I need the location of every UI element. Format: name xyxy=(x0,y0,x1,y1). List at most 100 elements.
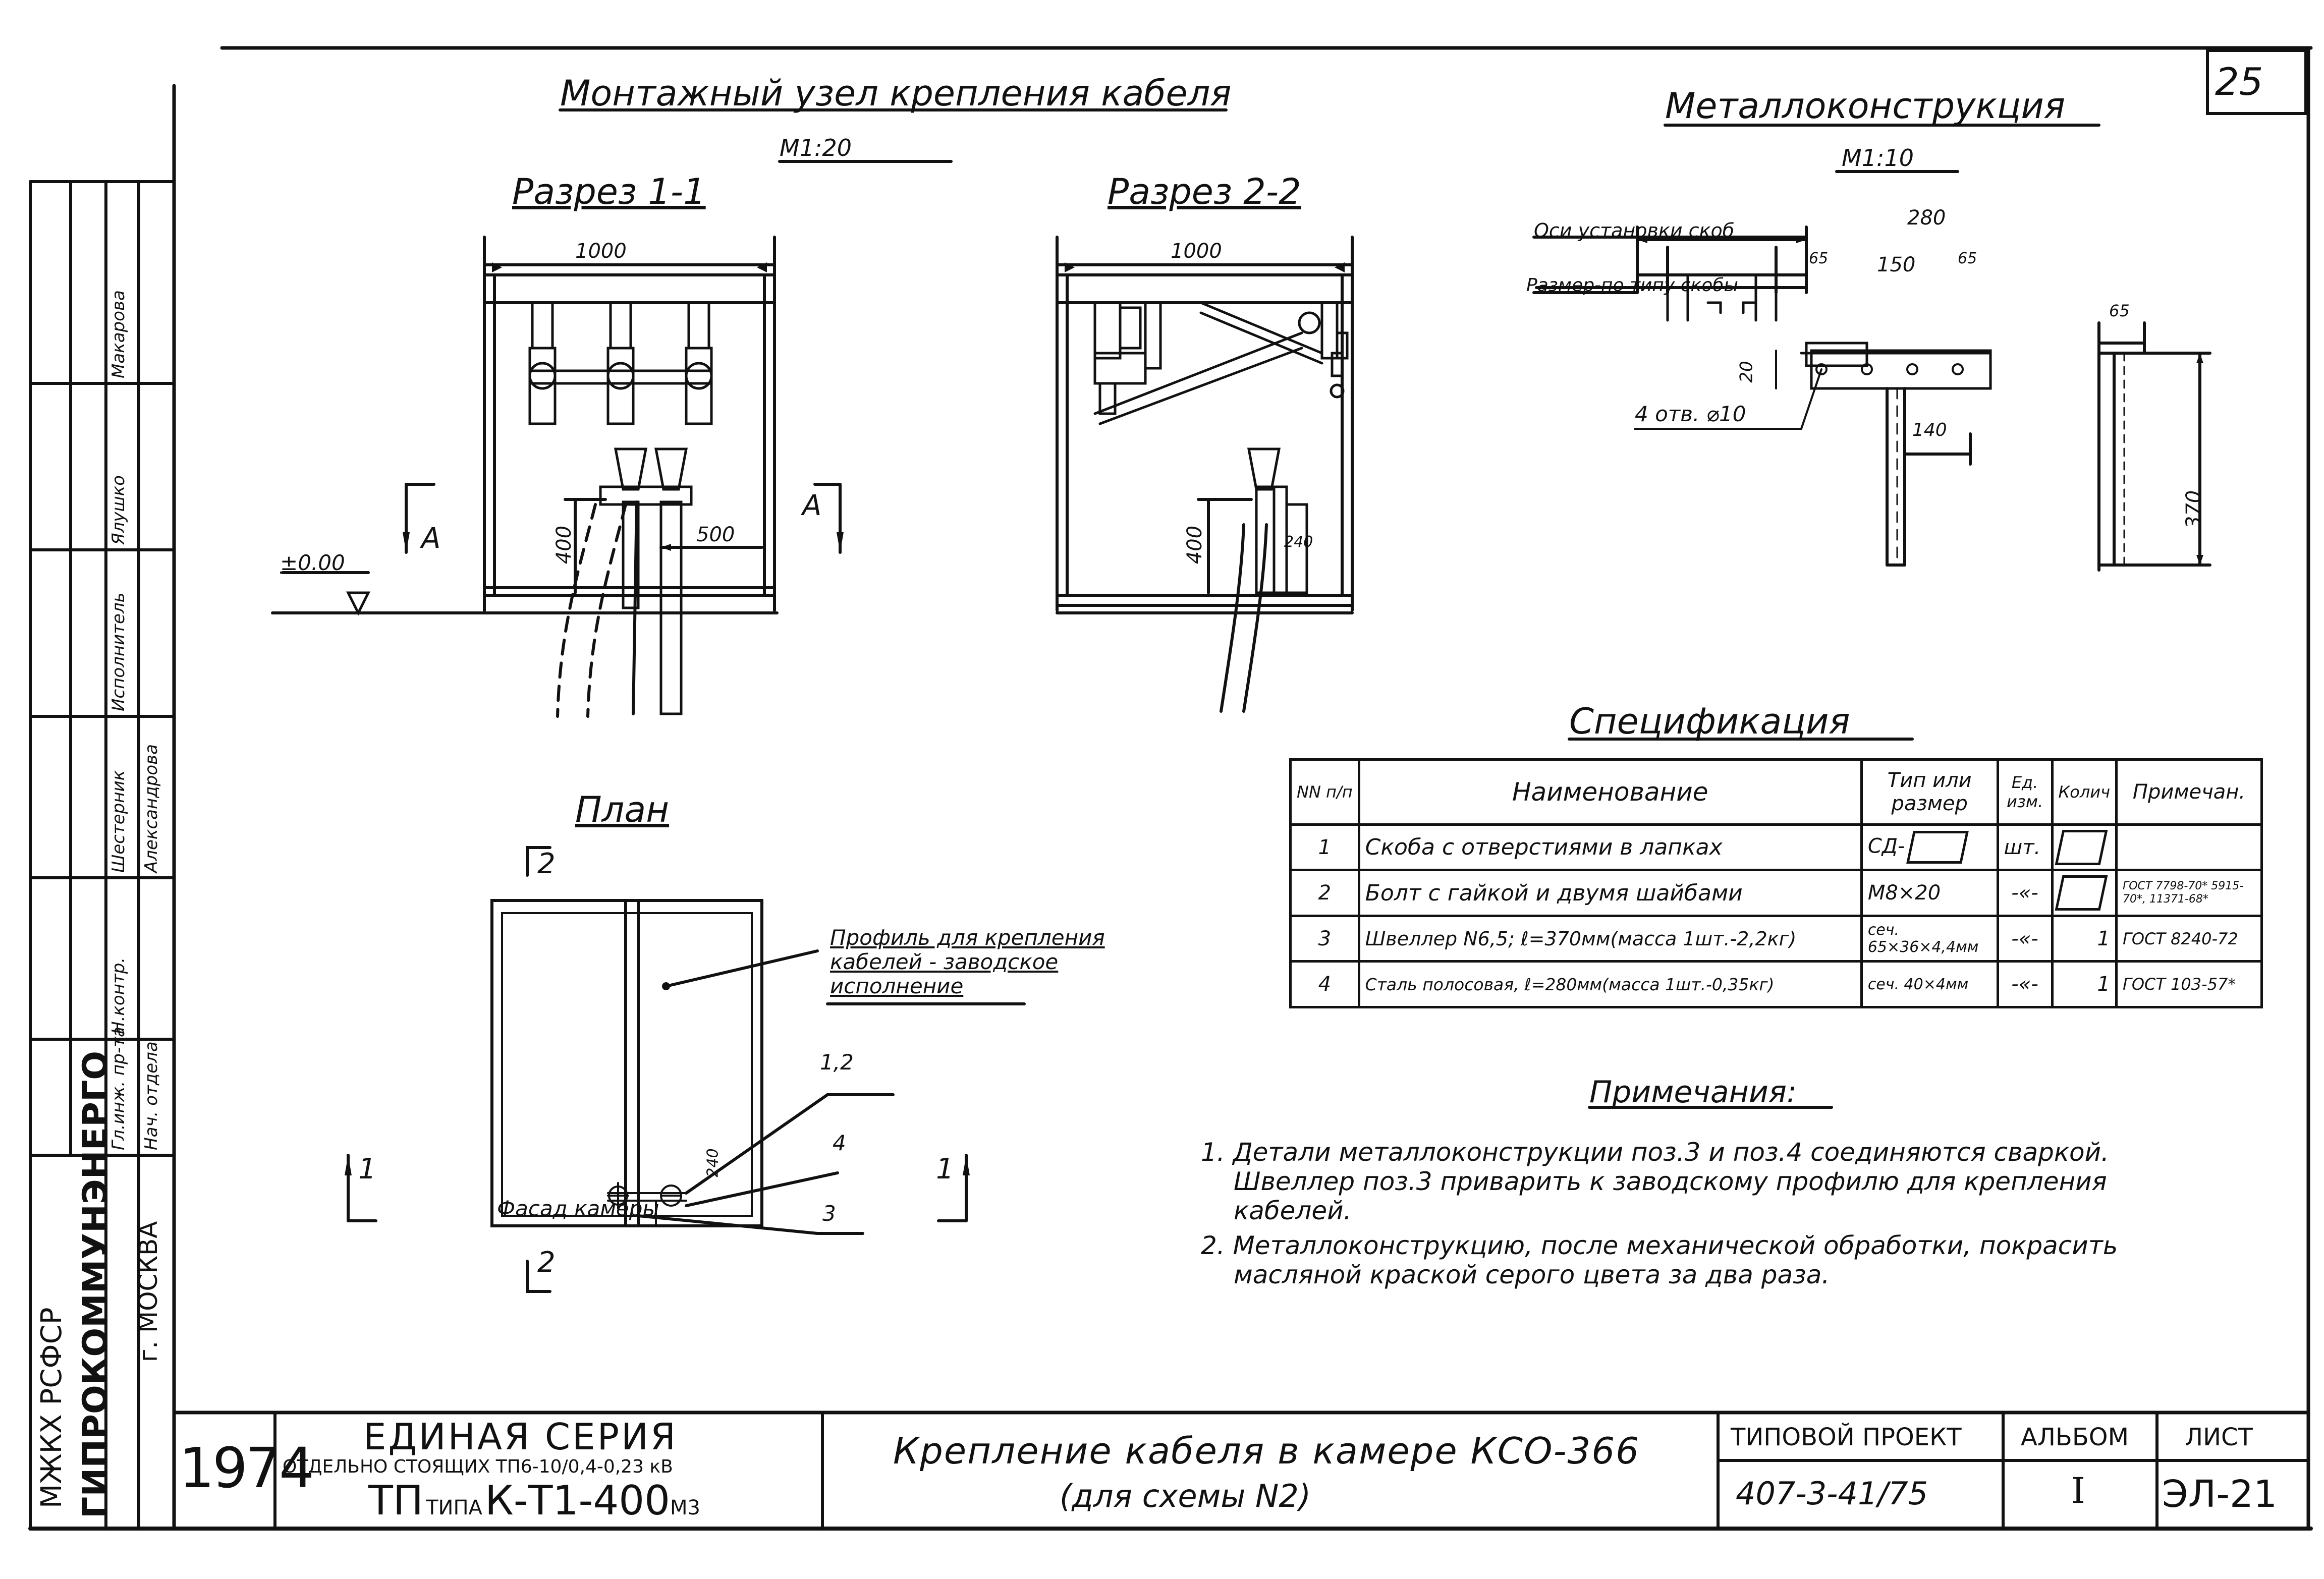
tb-series-line3: ТП ТИПА К-Т1-400М3 xyxy=(368,1481,700,1521)
note-line: 2. Металлоконструкцию, после механическо… xyxy=(1201,1231,2118,1260)
spec-r4-note: ГОСТ 103-57* xyxy=(2115,960,2263,1008)
spec-r1-name: Скоба с отверстиями в лапках xyxy=(1357,823,1863,872)
section-22-width: 1000 xyxy=(1171,240,1222,263)
spec-r2-qty-cell xyxy=(2051,869,2118,917)
spec-h-note: Примечан. xyxy=(2115,758,2263,826)
spec-r3-name: Швеллер N6,5; ℓ=370мм(масса 1шт.-2,2кг) xyxy=(1357,914,1863,963)
spec-h-type: Тип или размер xyxy=(1860,758,1999,826)
section-a-right: А xyxy=(802,489,822,522)
metal-scale: М1:10 xyxy=(1842,144,1914,172)
spec-r4-name: Сталь полосовая, ℓ=280мм(масса 1шт.-0,35… xyxy=(1357,960,1863,1008)
spec-r4-qty: 1 xyxy=(2051,960,2118,1008)
spec-title: Спецификация xyxy=(1569,701,1850,742)
spec-h-num: NN п/п xyxy=(1289,758,1360,826)
spec-r3-num: 3 xyxy=(1289,914,1360,963)
spec-h-name: Наименование xyxy=(1357,758,1863,826)
stamp-role: Н.контр. xyxy=(108,957,129,1034)
spec-row: 4 Сталь полосовая, ℓ=280мм(масса 1шт.-0,… xyxy=(1289,960,2263,1008)
spec-r4-unit: -«- xyxy=(1996,960,2054,1008)
spec-r3-qty: 1 xyxy=(2051,914,2118,963)
spec-r1-type: СД- xyxy=(1867,834,1905,858)
metal-dim-left: 65 xyxy=(1809,250,1829,267)
stamp-role: Шестерник xyxy=(108,770,129,873)
metal-dim-140: 140 xyxy=(1912,420,1947,440)
stamp-role: Гл.инж. пр-та xyxy=(108,1027,129,1150)
tb-series-line2: ОТДЕЛЬНО СТОЯЩИХ ТП6-10/0,4-0,23 кВ xyxy=(283,1456,673,1477)
blank-box xyxy=(1906,831,1969,864)
plan-label-12: 1,2 xyxy=(820,1050,854,1075)
spec-r2-name: Болт с гайкой и двумя шайбами xyxy=(1357,869,1863,917)
spec-table: NN п/п Наименование Тип или размер Ед. и… xyxy=(1289,758,2263,1008)
section-11-width: 1000 xyxy=(575,240,627,263)
blank-box xyxy=(2055,875,2108,911)
profile-note-line-1: Профиль для крепления xyxy=(830,925,1105,950)
metal-title: Металлоконструкция xyxy=(1665,85,2065,127)
note-line: Швеллер поз.3 приварить к заводскому про… xyxy=(1234,1167,2107,1196)
facade-label: Фасад камеры xyxy=(497,1196,659,1221)
tb-sheet-value: ЭЛ-21 xyxy=(2162,1473,2278,1516)
tb-year: 1974 xyxy=(179,1436,314,1500)
metal-dim-20: 20 xyxy=(1736,361,1757,383)
spec-r1-num: 1 xyxy=(1289,823,1360,872)
spec-r1-note xyxy=(2115,823,2263,872)
cut-2-bottom: 2 xyxy=(537,1246,556,1279)
spec-r4-num: 4 xyxy=(1289,960,1360,1008)
tb-album-value: I xyxy=(2071,1470,2085,1511)
spec-r3-type: сеч. 65×36×4,4мм xyxy=(1860,914,1999,963)
note-line: 1. Детали металлоконструкции поз.3 и поз… xyxy=(1201,1138,2110,1167)
tb-series-title: ЕДИНАЯ СЕРИЯ xyxy=(363,1416,678,1458)
tb-project-value: 407-3-41/75 xyxy=(1736,1475,1928,1512)
size-label: Размер-по типу скобы xyxy=(1526,275,1738,296)
spec-r1-qty-cell xyxy=(2051,823,2118,872)
spec-r2-type: М8×20 xyxy=(1860,869,1999,917)
spec-h-unit: Ед. изм. xyxy=(1996,758,2054,826)
tb-project-label: ТИПОВОЙ ПРОЕКТ xyxy=(1731,1423,1962,1451)
metal-dim-65b: 65 xyxy=(2109,301,2130,320)
stamp-role: Ялушко xyxy=(108,475,129,545)
spec-r1-unit: шт. xyxy=(1996,823,2054,872)
section-22-height: 400 xyxy=(1183,525,1207,565)
tb-drawing-subtitle: (для схемы N2) xyxy=(1060,1478,1311,1514)
tb-drawing-title: Крепление кабеля в камере КСО-366 xyxy=(893,1430,1640,1472)
tb-sheet-label: ЛИСТ xyxy=(2185,1423,2253,1451)
section-a-left: А xyxy=(421,522,441,555)
profile-note-line-3: исполнение xyxy=(830,974,964,998)
spec-r2-unit: -«- xyxy=(1996,869,2054,917)
tb-series-main: К-Т1-400 xyxy=(485,1477,671,1524)
spec-r2-num: 2 xyxy=(1289,869,1360,917)
section-11-height: 400 xyxy=(552,525,576,565)
spec-r2-note: ГОСТ 7798-70* 5915-70*, 11371-68* xyxy=(2115,869,2263,917)
tb-series-small: ТИПА xyxy=(426,1496,482,1519)
stamp-name: Александрова xyxy=(141,744,161,873)
plan-label-3: 3 xyxy=(822,1201,836,1226)
metal-dim-370: 370 xyxy=(2182,490,2206,529)
plan-title: План xyxy=(575,789,670,830)
notes-title: Примечания: xyxy=(1589,1075,1797,1110)
main-scale: М1:20 xyxy=(780,134,852,161)
metal-dim-total: 280 xyxy=(1907,206,1946,230)
stamp-role: Исполнитель xyxy=(108,592,129,711)
metal-dim-right: 65 xyxy=(1958,250,1977,267)
spec-r1-type-cell: СД- xyxy=(1860,823,1999,872)
blank-box xyxy=(2055,829,2108,865)
cut-2-top: 2 xyxy=(537,848,556,880)
tb-series-pre: ТП xyxy=(368,1477,424,1524)
profile-note-line-2: кабелей - заводское xyxy=(830,949,1059,974)
spec-r3-unit: -«- xyxy=(1996,914,2054,963)
main-title: Монтажный узел крепления кабеля xyxy=(560,73,1232,114)
section-11-offset: 500 xyxy=(696,523,735,546)
metal-dim-mid: 150 xyxy=(1877,253,1916,276)
stamp-role: Нач. отдела xyxy=(141,1041,161,1150)
holes-label: 4 отв. ⌀10 xyxy=(1635,402,1746,426)
section-22-depth: 240 xyxy=(1284,533,1313,551)
cut-1-left: 1 xyxy=(358,1153,376,1186)
stamp-org1: МЖКХ РСФСР xyxy=(35,1307,68,1508)
tb-series-post: М3 xyxy=(670,1496,700,1519)
cut-1-right: 1 xyxy=(936,1153,954,1186)
spec-header-row: NN п/п Наименование Тип или размер Ед. и… xyxy=(1289,758,2263,826)
spec-r4-type: сеч. 40×4мм xyxy=(1860,960,1999,1008)
note-line: кабелей. xyxy=(1234,1196,1352,1225)
axis-label: Оси установки скоб xyxy=(1534,219,1735,242)
level-mark: ±0.00 xyxy=(280,550,345,575)
